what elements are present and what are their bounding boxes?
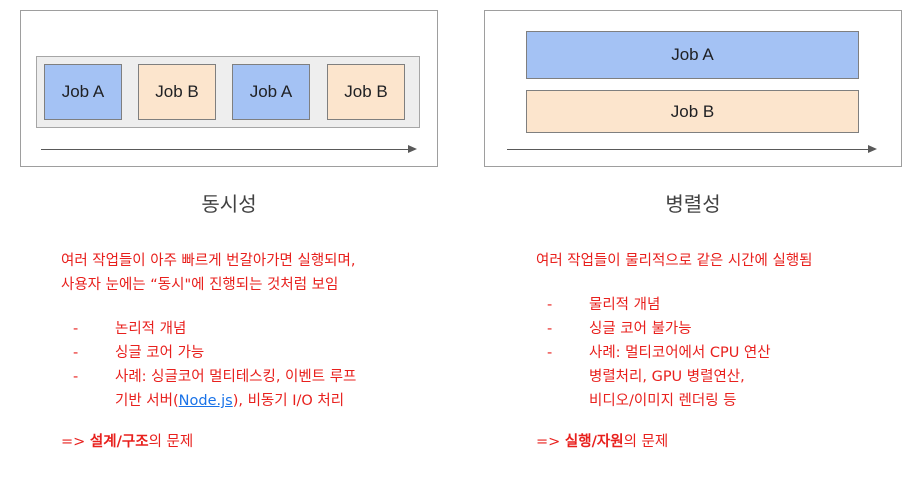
concurrency-description: 여러 작업들이 아주 빠르게 번갈아가면 실행되며, 사용자 눈에는 “동시"에… xyxy=(61,249,355,297)
single-core-timeline: Job A Job B Job A Job B xyxy=(36,56,420,128)
description-line: 여러 작업들이 아주 빠르게 번갈아가면 실행되며, xyxy=(61,253,356,269)
job-a-block: Job A xyxy=(232,64,310,120)
description-line: 여러 작업들이 물리적으로 같은 시간에 실행됨 xyxy=(536,253,813,269)
dash-icon: - xyxy=(73,321,79,337)
dash-icon: - xyxy=(73,345,79,361)
parallelism-heading: 병렬성 xyxy=(665,192,721,216)
dash-icon: - xyxy=(547,345,553,361)
parallelism-bullets: - 물리적 개념 - 싱글 코어 불가능 - 사례: 멀티코어에서 CPU 연산… xyxy=(547,293,771,413)
conclusion-keyword: 설계/구조 xyxy=(89,434,149,450)
time-arrow-icon xyxy=(507,145,877,153)
list-item: - 논리적 개념 xyxy=(73,317,356,341)
parallelism-description: 여러 작업들이 물리적으로 같은 시간에 실행됨 xyxy=(536,249,813,273)
bullet-text: 비디오/이미지 렌더링 등 xyxy=(589,393,737,409)
job-a-block: Job A xyxy=(44,64,122,120)
conclusion-prefix: => xyxy=(536,434,565,450)
bullet-text: 싱글 코어 불가능 xyxy=(589,321,692,337)
bullet-text: 물리적 개념 xyxy=(589,297,661,313)
bullet-text: ), 비동기 I/O 처리 xyxy=(232,393,345,409)
job-b-block: Job B xyxy=(526,90,859,133)
concurrency-bullets: - 논리적 개념 - 싱글 코어 가능 - 사례: 싱글코어 멀티테스킹, 이벤… xyxy=(73,317,356,413)
concurrency-diagram: Job A Job B Job A Job B xyxy=(20,10,438,167)
bullet-text: 사례: 멀티코어에서 CPU 연산 xyxy=(589,345,771,361)
job-b-block: Job B xyxy=(327,64,405,120)
conclusion-prefix: => xyxy=(61,434,90,450)
list-item: - 물리적 개념 xyxy=(547,293,771,317)
conclusion-suffix: 의 문제 xyxy=(148,434,194,450)
list-item: - 싱글 코어 가능 xyxy=(73,341,356,365)
bullet-text: 사례: 싱글코어 멀티테스킹, 이벤트 루프 xyxy=(115,369,357,385)
nodejs-link[interactable]: Node.js xyxy=(178,393,233,409)
job-a-block: Job A xyxy=(526,31,859,79)
dash-icon: - xyxy=(73,369,79,385)
bullet-text: 병렬처리, GPU 병렬연산, xyxy=(589,369,745,385)
job-b-block: Job B xyxy=(138,64,216,120)
bullet-text: 논리적 개념 xyxy=(115,321,187,337)
time-arrow-icon xyxy=(41,145,417,153)
dash-icon: - xyxy=(547,321,553,337)
parallelism-diagram: Job A Job B xyxy=(484,10,902,167)
conclusion-keyword: 실행/자원 xyxy=(564,434,624,450)
conclusion-suffix: 의 문제 xyxy=(623,434,669,450)
bullet-text: 싱글 코어 가능 xyxy=(115,345,205,361)
list-item: - 사례: 멀티코어에서 CPU 연산 병렬처리, GPU 병렬연산, 비디오/… xyxy=(547,341,771,413)
parallelism-conclusion: => 실행/자원의 문제 xyxy=(536,430,668,454)
concurrency-heading: 동시성 xyxy=(201,192,257,216)
dash-icon: - xyxy=(547,297,553,313)
concurrency-conclusion: => 설계/구조의 문제 xyxy=(61,430,193,454)
list-item: - 싱글 코어 불가능 xyxy=(547,317,771,341)
description-line: 사용자 눈에는 “동시"에 진행되는 것처럼 보임 xyxy=(61,277,339,293)
bullet-text: 기반 서버( xyxy=(115,393,179,409)
list-item: - 사례: 싱글코어 멀티테스킹, 이벤트 루프 기반 서버(Node.js),… xyxy=(73,365,356,413)
